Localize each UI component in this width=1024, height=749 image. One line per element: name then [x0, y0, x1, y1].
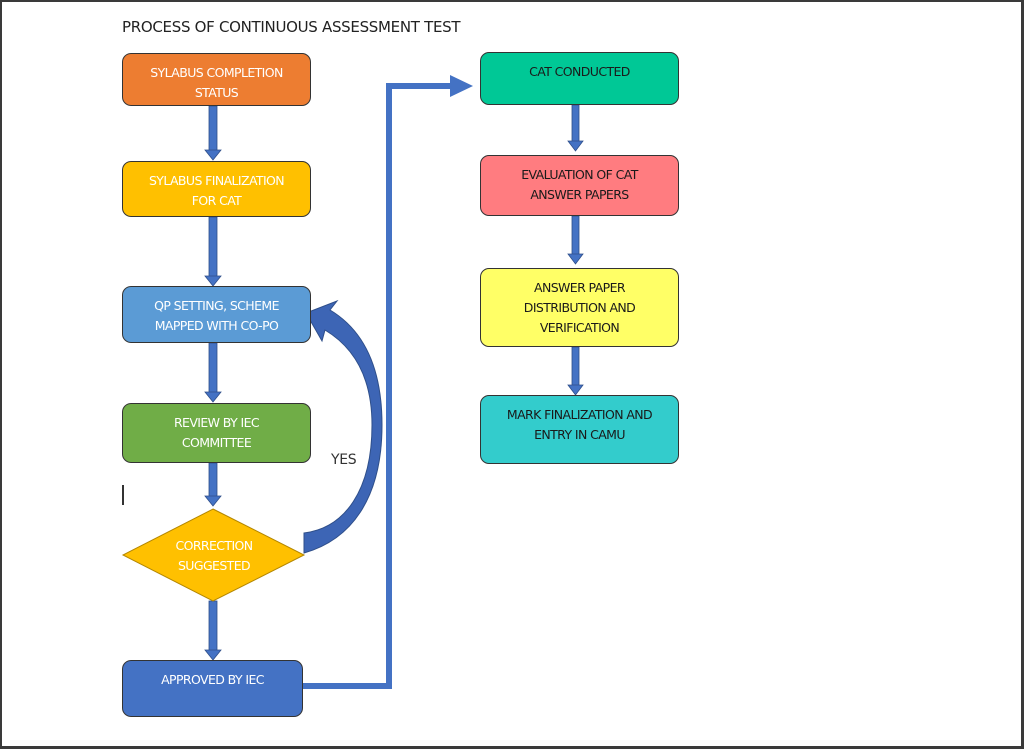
- node-label: QP SETTING, SCHEME MAPPED WITH CO-PO: [154, 298, 279, 333]
- node-label: SYLABUS FINALIZATION FOR CAT: [148, 173, 285, 208]
- arrow-correction-to-approved: [204, 600, 222, 661]
- node-label: MARK FINALIZATION AND ENTRY IN CAMU: [506, 407, 653, 442]
- node-approved-iec: APPROVED BY IEC: [122, 660, 303, 717]
- arrow-finalization-to-qp: [204, 216, 222, 287]
- arrow-evaluation-to-distribution: [567, 215, 584, 265]
- text-cursor: [122, 485, 124, 505]
- diagram-title: PROCESS OF CONTINUOUS ASSESSMENT TEST: [122, 18, 461, 36]
- node-label: ANSWER PAPER DISTRIBUTION AND VERIFICATI…: [523, 280, 636, 335]
- node-cat-conducted: CAT CONDUCTED: [480, 52, 679, 105]
- node-label: REVIEW BY IEC COMMITTEE: [173, 415, 260, 450]
- node-label: SYLABUS COMPLETION STATUS: [150, 65, 283, 97]
- node-qp-setting: QP SETTING, SCHEME MAPPED WITH CO-PO: [122, 286, 311, 343]
- arrow-distribution-to-mark: [567, 346, 584, 396]
- node-label: CAT CONDUCTED: [529, 64, 630, 79]
- arrow-completion-to-finalization: [204, 105, 222, 161]
- node-label: APPROVED BY IEC: [161, 672, 264, 687]
- correction-suggested-label: CORRECTION SUGGESTED: [175, 538, 253, 573]
- node-mark-finalization: MARK FINALIZATION AND ENTRY IN CAMU: [480, 395, 679, 464]
- node-label: EVALUATION OF CAT ANSWER PAPERS: [521, 167, 638, 202]
- node-sylabus-finalization: SYLABUS FINALIZATION FOR CAT: [122, 161, 311, 217]
- arrow-qp-to-review: [204, 342, 222, 403]
- node-sylabus-completion: SYLABUS COMPLETION STATUS: [122, 53, 311, 106]
- arrow-yes-loop: [303, 299, 383, 554]
- node-evaluation: EVALUATION OF CAT ANSWER PAPERS: [480, 155, 679, 216]
- node-review-iec: REVIEW BY IEC COMMITTEE: [122, 403, 311, 463]
- yes-label: YES: [331, 452, 357, 468]
- arrow-review-to-correction: [204, 462, 222, 507]
- arrow-approved-to-cat: [303, 75, 473, 689]
- decision-diamond: [121, 508, 306, 602]
- node-distribution: ANSWER PAPER DISTRIBUTION AND VERIFICATI…: [480, 268, 679, 347]
- arrow-cat-to-evaluation: [567, 104, 584, 152]
